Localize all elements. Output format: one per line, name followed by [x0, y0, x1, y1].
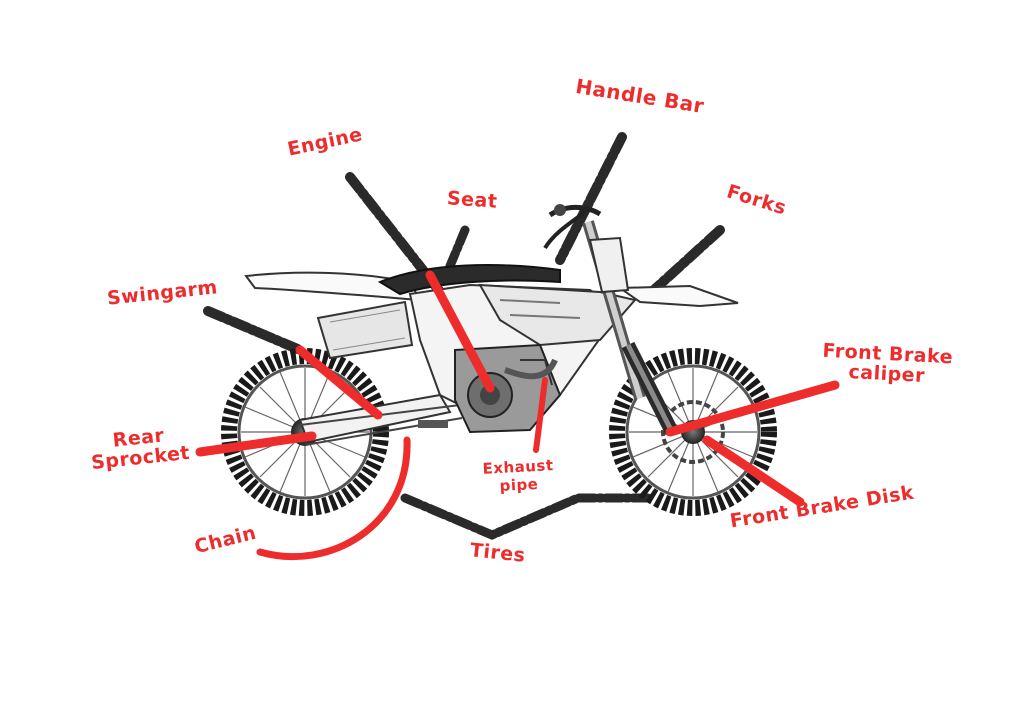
front-fender	[616, 284, 739, 308]
exhaust-pipe	[504, 358, 558, 380]
front-brake-caliper-pointer	[665, 380, 840, 437]
label-tires: Tires	[469, 539, 527, 567]
swingarm-pointer	[203, 306, 305, 355]
handle-bar-pointer	[555, 132, 627, 265]
number-plate	[588, 236, 630, 294]
label-front-brake-caliper: Front Brake caliper	[821, 340, 954, 388]
label-exhaust-pipe: Exhaust pipe	[482, 456, 555, 496]
tires-pointer	[400, 493, 653, 540]
rear-sprocket-pointer	[195, 431, 317, 457]
forks	[582, 220, 679, 436]
motorbike-illustration	[221, 204, 777, 516]
swingarm-pointer-red	[295, 345, 383, 420]
front-brake-disk-pointer	[702, 435, 805, 507]
footpeg	[418, 420, 448, 428]
chain-pointer	[256, 436, 411, 560]
engine-pointer-red	[425, 270, 495, 393]
exhaust-pipe-pointer	[533, 377, 548, 453]
label-exhaust-pipe-line2: pipe	[499, 474, 539, 495]
exhaust-silencer	[316, 300, 414, 360]
label-exhaust-pipe-line1: Exhaust	[482, 456, 554, 478]
handlebar	[543, 204, 602, 250]
red-pointer-lines	[195, 270, 840, 560]
label-seat: Seat	[446, 187, 499, 213]
